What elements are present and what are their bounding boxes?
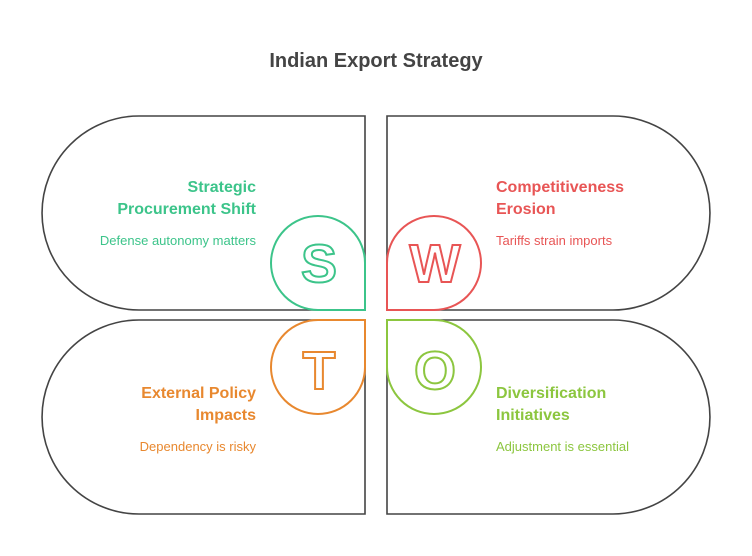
threats-panel (41, 319, 366, 515)
threats-title-line2: Impacts (196, 407, 257, 424)
diagram-title: Indian Export Strategy (269, 50, 483, 72)
strengths-letter: S (301, 234, 337, 294)
strengths-panel (41, 115, 366, 311)
weaknesses-subtitle: Tariffs strain imports (496, 233, 613, 248)
strengths-title-line2: Procurement Shift (117, 201, 256, 218)
threats-subtitle: Dependency is risky (140, 439, 257, 454)
threats-badge (270, 319, 366, 415)
opportunities-badge (386, 319, 482, 415)
weaknesses-letter: W (410, 234, 461, 294)
strengths-title-line1: Strategic (188, 179, 257, 196)
opportunities-subtitle: Adjustment is essential (496, 439, 629, 454)
threats-title-line1: External Policy (141, 385, 256, 402)
strengths-subtitle: Defense autonomy matters (100, 233, 257, 248)
weaknesses-badge (386, 215, 482, 311)
opportunities-title-line2: Initiatives (496, 407, 570, 424)
opportunities-letter: O (414, 341, 456, 401)
weaknesses-title-line1: Competitiveness (496, 179, 624, 196)
weaknesses-panel (386, 115, 711, 311)
threats-letter: T (303, 341, 336, 401)
strengths-badge (270, 215, 366, 311)
opportunities-title-line1: Diversification (496, 385, 606, 402)
weaknesses-title-line2: Erosion (496, 201, 556, 218)
opportunities-panel (386, 319, 711, 515)
